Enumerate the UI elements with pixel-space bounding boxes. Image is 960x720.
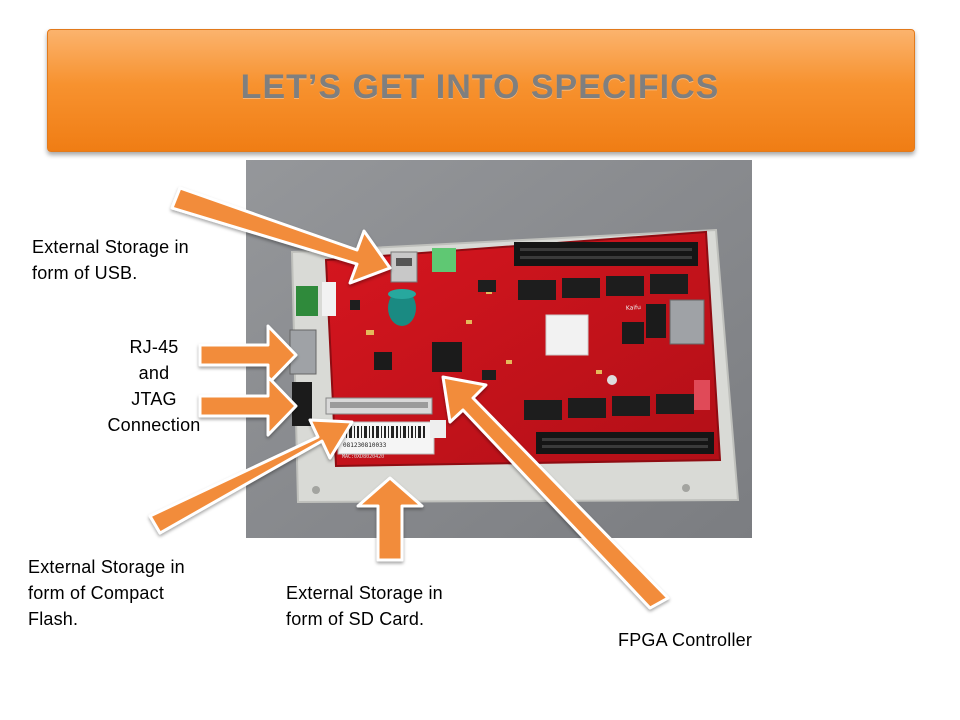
fpga-label: FPGA Controller <box>618 630 753 650</box>
barcode-number: 081230810033 <box>343 442 387 449</box>
mac-label: MAC:0XD8020420 <box>342 454 384 460</box>
slide-title: Let’s Get into Specifics <box>240 68 720 106</box>
chip-brand-label: Kaifu <box>626 304 642 312</box>
rj45-jtag-label: RJ-45 and JTAG Connection <box>107 337 201 435</box>
usb-label: External Storage in form of USB. <box>32 237 189 283</box>
controller-board-photo: 081230810033 MAC:0XD8020420 Kaifu <box>246 160 752 538</box>
sd-card-label: External Storage in form of SD Card. <box>286 583 443 629</box>
title-banner <box>47 29 915 152</box>
compact-flash-label: External Storage in form of Compact Flas… <box>28 557 185 629</box>
